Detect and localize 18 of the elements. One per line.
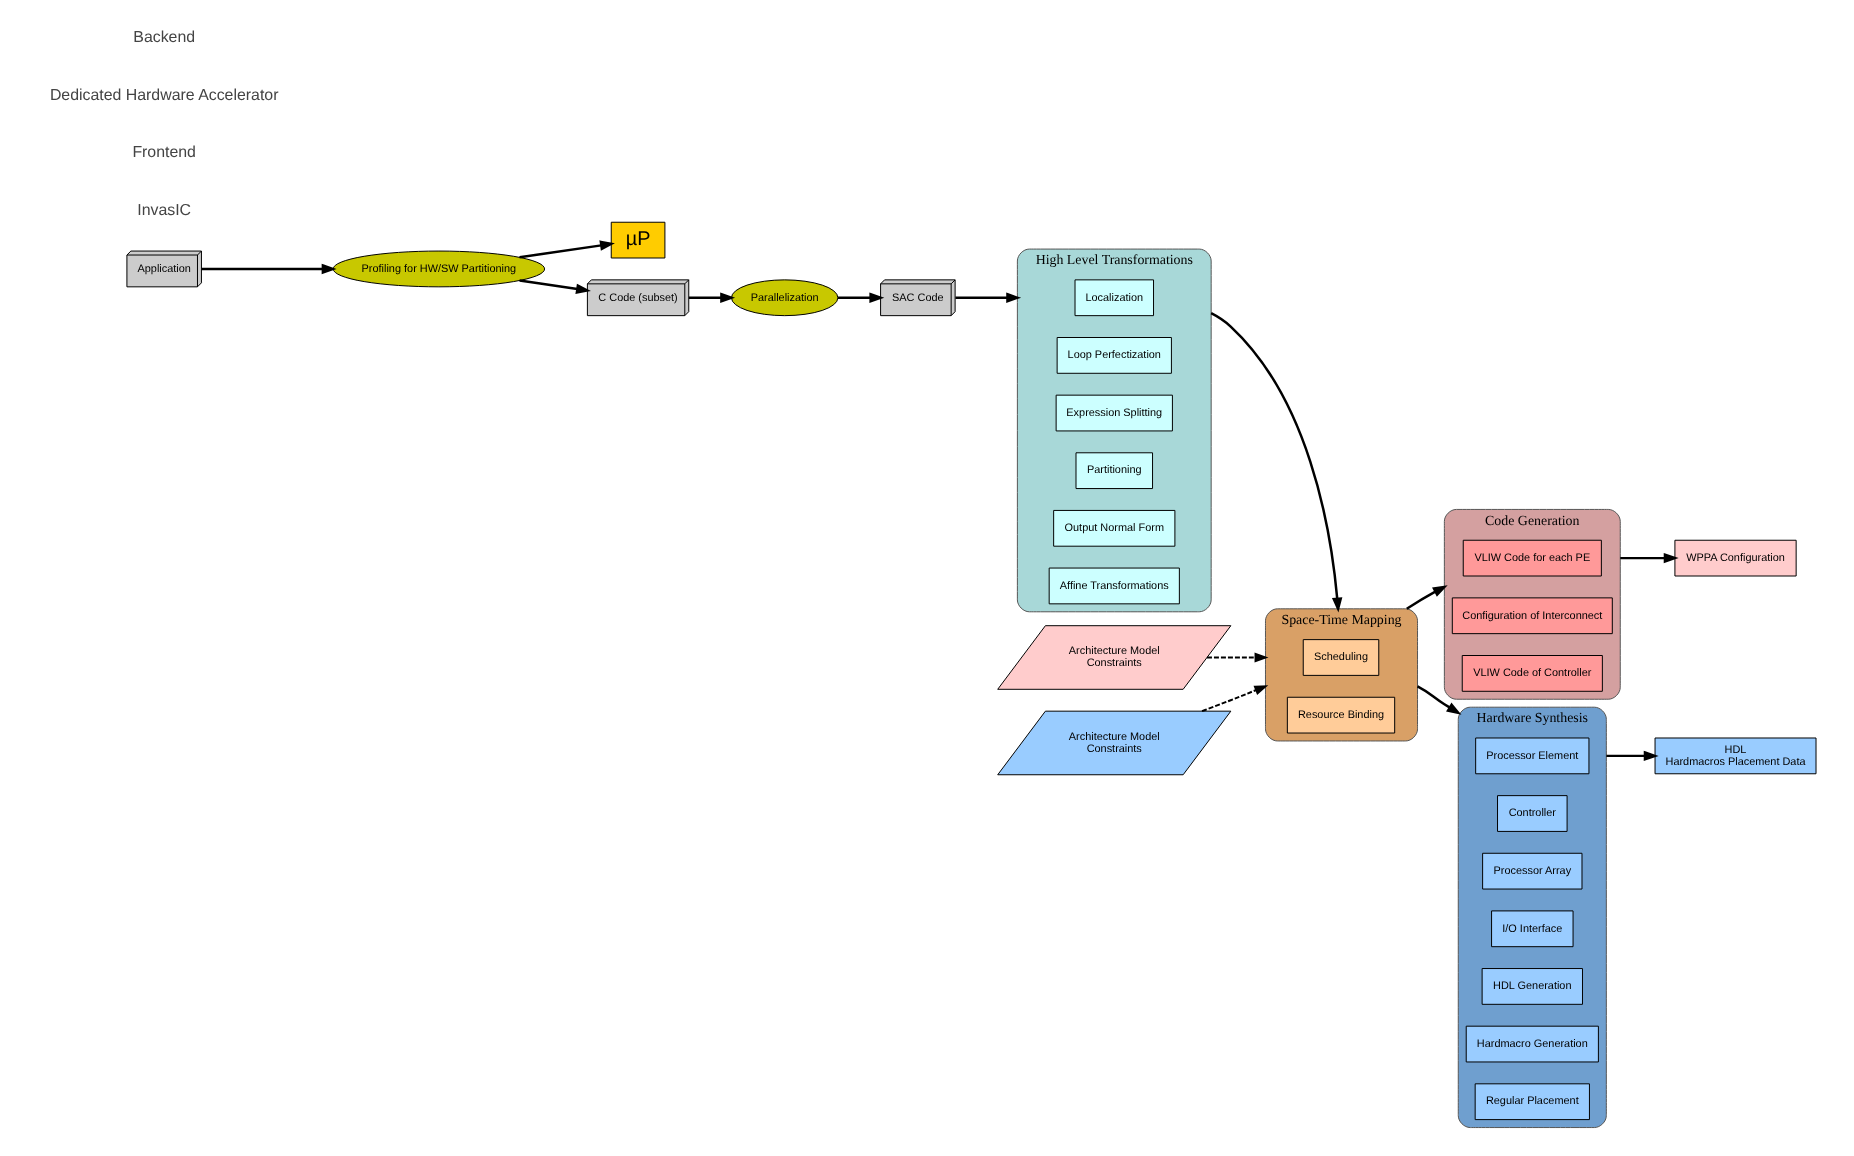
label: InvasIC	[137, 201, 192, 220]
arrow	[955, 292, 1022, 303]
arrow	[1210, 312, 1343, 613]
arrow	[837, 292, 885, 303]
arrow	[688, 292, 736, 303]
node-box: µP	[610, 221, 666, 259]
arrow	[1606, 750, 1659, 762]
label: Frontend	[132, 143, 196, 162]
arrow	[519, 240, 615, 259]
arrow	[1620, 552, 1679, 564]
label: Backend	[133, 28, 196, 47]
arrow	[1416, 685, 1462, 715]
arrow	[201, 263, 337, 275]
arrow	[1206, 652, 1269, 663]
arrow	[1201, 685, 1269, 713]
label: Dedicated Hardware Accelerator	[49, 85, 279, 104]
arrow	[519, 279, 591, 294]
arrow	[1406, 585, 1448, 610]
